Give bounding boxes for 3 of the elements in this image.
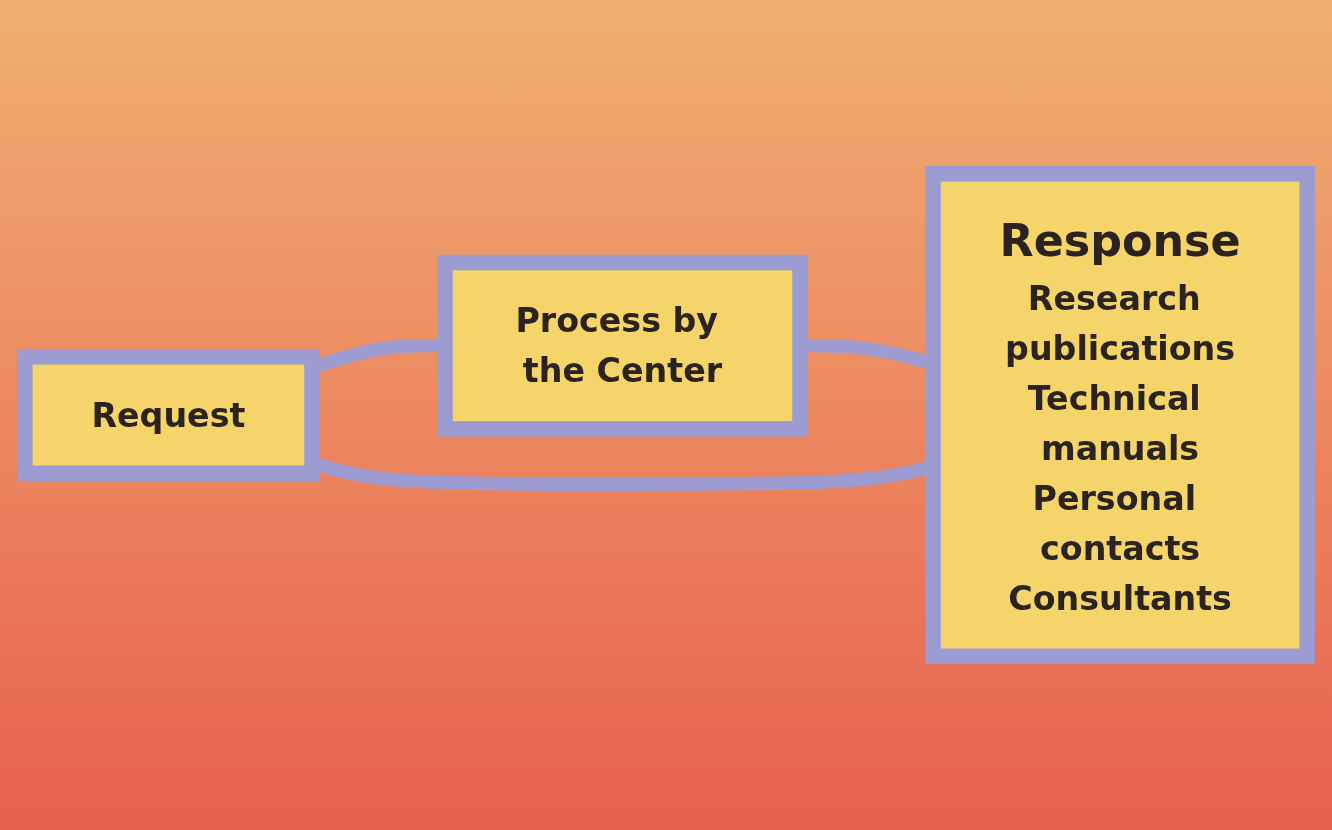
node-box: Request — [17, 349, 320, 481]
node-box: Process by the Center — [437, 254, 808, 437]
node-box: Response Research publications Technical manuals Personal contacts Consultants — [925, 166, 1315, 664]
